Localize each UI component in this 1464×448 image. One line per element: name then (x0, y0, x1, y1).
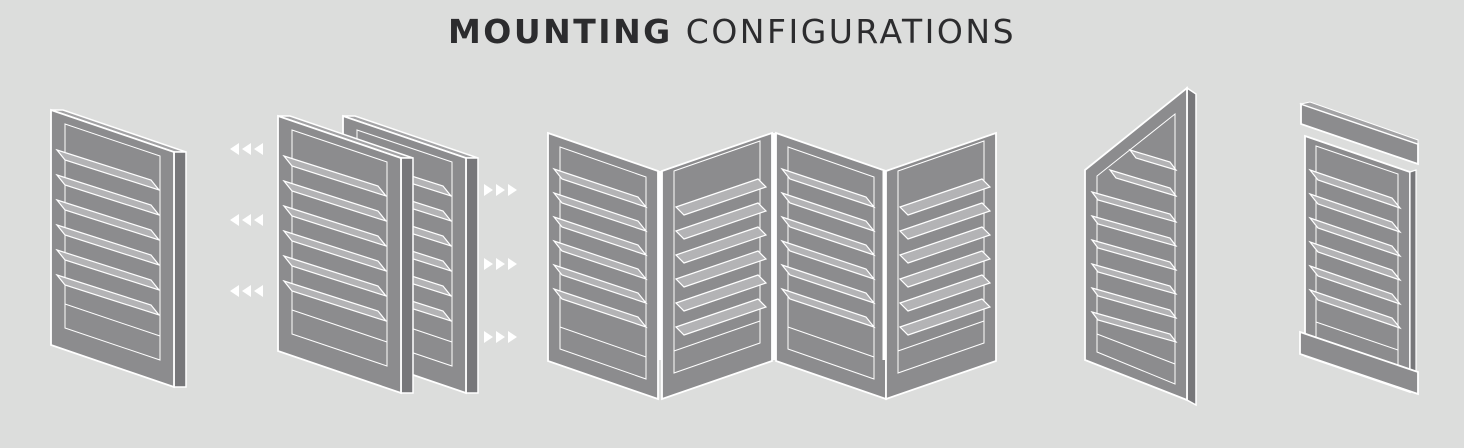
title-bold-word: MOUNTING (447, 12, 673, 51)
single-shutter-panel-icon (50, 109, 187, 388)
page-title: MOUNTING CONFIGURATIONS (0, 12, 1464, 52)
title-light-word: CONFIGURATIONS (685, 12, 1017, 51)
arrow-left-icon (230, 143, 263, 297)
folding-four-panel-icon (547, 132, 997, 400)
angled-top-shaped-panel-icon (1084, 86, 1197, 407)
sliding-bi-parting-panels-icon (230, 115, 517, 394)
arrow-right-icon (484, 184, 517, 343)
track-mounted-panel-icon (1299, 101, 1419, 396)
